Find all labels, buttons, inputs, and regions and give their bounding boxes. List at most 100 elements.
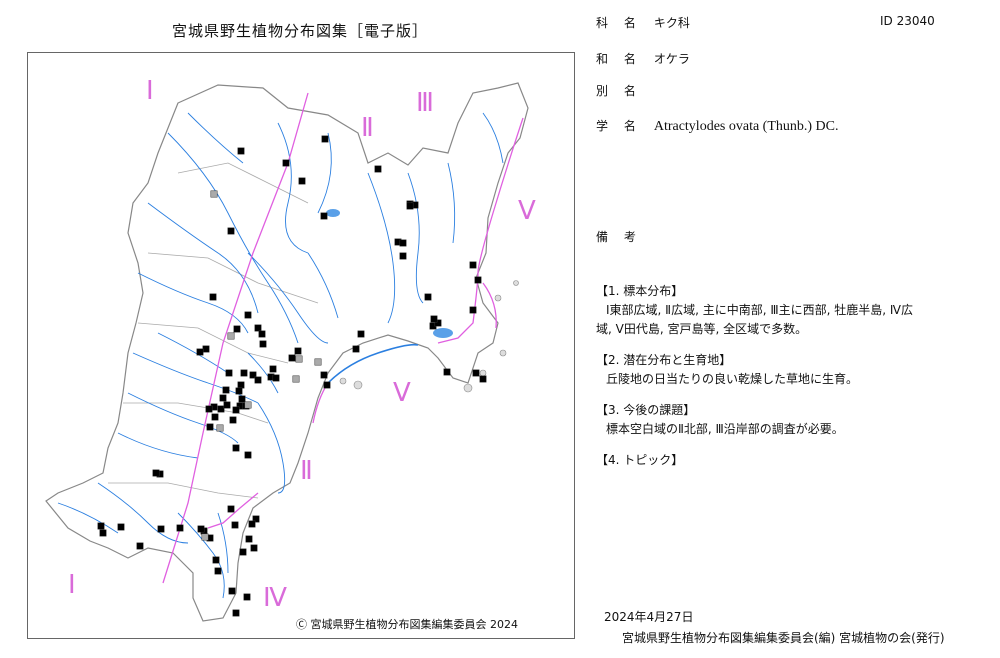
specimen-marker <box>232 406 240 414</box>
specimen-marker <box>227 227 235 235</box>
region-label: Ⅱ <box>361 113 374 142</box>
family-row: 科 名 キク科 <box>596 14 690 31</box>
specimen-marker <box>272 374 280 382</box>
specimen-marker <box>214 567 222 575</box>
note-text: Ⅰ東部広域, Ⅱ広域, 主に中南部, Ⅲ主に西部, 牡鹿半島, Ⅳ広 <box>606 303 913 317</box>
reservoir <box>326 209 340 217</box>
japanese-name-value: オケラ <box>653 52 690 66</box>
specimen-marker <box>211 413 219 421</box>
specimen-marker-gray <box>201 533 209 541</box>
river-network <box>57 112 504 599</box>
specimen-marker <box>117 523 125 531</box>
specimen-marker <box>152 469 160 477</box>
remarks-key: 備 考 <box>596 230 642 244</box>
region-label: Ⅲ <box>416 88 434 117</box>
specimen-marker <box>217 405 225 413</box>
specimen-marker <box>399 252 407 260</box>
scientific-name-key: 学 名 <box>596 119 642 133</box>
specimen-marker <box>99 529 107 537</box>
note-heading: 【3. 今後の課題】 <box>596 403 696 417</box>
note-heading: 【2. 潜在分布と生育地】 <box>596 353 732 367</box>
specimen-marker <box>250 544 258 552</box>
note-heading: 【4. トピック】 <box>596 453 684 467</box>
specimen-marker <box>97 522 105 530</box>
scientific-name-value: Atractylodes ovata (Thunb.) DC. <box>653 119 839 134</box>
specimen-marker <box>244 451 252 459</box>
specimen-marker <box>323 381 331 389</box>
family-key: 科 名 <box>596 16 642 30</box>
note-text: 標本空白域のⅡ北部, Ⅲ沿岸部の調査が必要。 <box>606 422 844 436</box>
specimen-marker <box>229 416 237 424</box>
map-canvas: Ⅰ Ⅱ Ⅲ Ⅴ Ⅴ Ⅱ Ⅰ Ⅳ <box>45 76 536 622</box>
specimen-marker <box>357 330 365 338</box>
region-labels: Ⅰ Ⅱ Ⅲ Ⅴ Ⅴ Ⅱ Ⅰ Ⅳ <box>68 76 536 612</box>
specimen-marker-gray <box>227 332 235 340</box>
coastal-islands <box>339 280 519 393</box>
specimen-marker <box>232 444 240 452</box>
specimen-marker <box>249 371 257 379</box>
copyright-note: Ⓒ 宮城県野生植物分布図集編集委員会 2024 <box>296 618 518 631</box>
specimen-marker <box>205 405 213 413</box>
specimen-marker <box>434 319 442 327</box>
page-title: 宮城県野生植物分布図集［電子版］ <box>171 22 428 40</box>
note-text: 域, Ⅴ田代島, 宮戸島等, 全区域で多数。 <box>596 322 808 336</box>
watershed-lines <box>108 162 319 499</box>
specimen-marker <box>399 239 407 247</box>
region-label: Ⅴ <box>518 196 536 225</box>
prefecture-outline <box>45 82 529 622</box>
specimen-marker <box>320 212 328 220</box>
alias-key: 別 名 <box>596 84 642 98</box>
specimen-marker <box>228 587 236 595</box>
specimen-marker <box>321 135 329 143</box>
specimen-marker <box>430 315 438 323</box>
specimen-marker <box>243 593 251 601</box>
specimen-marker <box>239 548 247 556</box>
region-label: Ⅰ <box>68 570 76 599</box>
specimen-marker-gray <box>295 355 303 363</box>
specimen-marker <box>298 177 306 185</box>
remarks-row: 備 考 <box>596 228 650 245</box>
japanese-name-key: 和 名 <box>596 52 642 66</box>
region-label: Ⅳ <box>263 583 287 612</box>
specimen-marker <box>238 395 246 403</box>
specimen-marker <box>244 311 252 319</box>
specimen-marker <box>406 202 414 210</box>
specimen-marker <box>469 306 477 314</box>
specimen-marker <box>282 159 290 167</box>
specimen-marker <box>258 330 266 338</box>
region-label: Ⅱ <box>300 456 313 485</box>
notes-block: 【1. 標本分布】 Ⅰ東部広域, Ⅱ広域, 主に中南部, Ⅲ主に西部, 牡鹿半島… <box>596 282 976 470</box>
specimen-marker-gray <box>244 401 252 409</box>
specimen-marker <box>202 345 210 353</box>
specimen-marker-gray <box>216 424 224 432</box>
specimen-marker <box>294 347 302 355</box>
specimen-marker <box>252 515 260 523</box>
specimen-marker <box>245 535 253 543</box>
specimen-marker <box>443 368 451 376</box>
publication-date: 2024年4月27日 <box>604 610 694 624</box>
specimen-marker <box>136 542 144 550</box>
specimen-marker <box>157 525 165 533</box>
specimen-marker <box>320 371 328 379</box>
specimen-marker <box>231 521 239 529</box>
specimen-marker <box>352 345 360 353</box>
japanese-name-row: 和 名 オケラ <box>596 50 690 67</box>
distribution-map: Ⅰ Ⅱ Ⅲ Ⅴ Ⅴ Ⅱ Ⅰ Ⅳ Ⓒ 宮城県野生植物分布図集編集委員会 2024 <box>27 52 575 639</box>
specimen-marker <box>233 325 241 333</box>
family-value: キク科 <box>653 16 690 30</box>
specimen-marker <box>237 381 245 389</box>
specimen-marker <box>223 401 231 409</box>
specimen-marker-gray <box>210 190 218 198</box>
specimen-marker <box>269 365 277 373</box>
coastline-water <box>327 343 419 384</box>
specimen-marker <box>222 386 230 394</box>
specimen-marker <box>235 387 243 395</box>
specimen-marker <box>472 369 480 377</box>
scientific-name-row: 学 名 Atractylodes ovata (Thunb.) DC. <box>596 117 839 135</box>
specimen-marker <box>212 556 220 564</box>
specimen-marker <box>237 147 245 155</box>
specimen-marker <box>474 276 482 284</box>
specimen-marker <box>176 524 184 532</box>
specimen-marker <box>248 520 256 528</box>
specimen-marker <box>469 261 477 269</box>
